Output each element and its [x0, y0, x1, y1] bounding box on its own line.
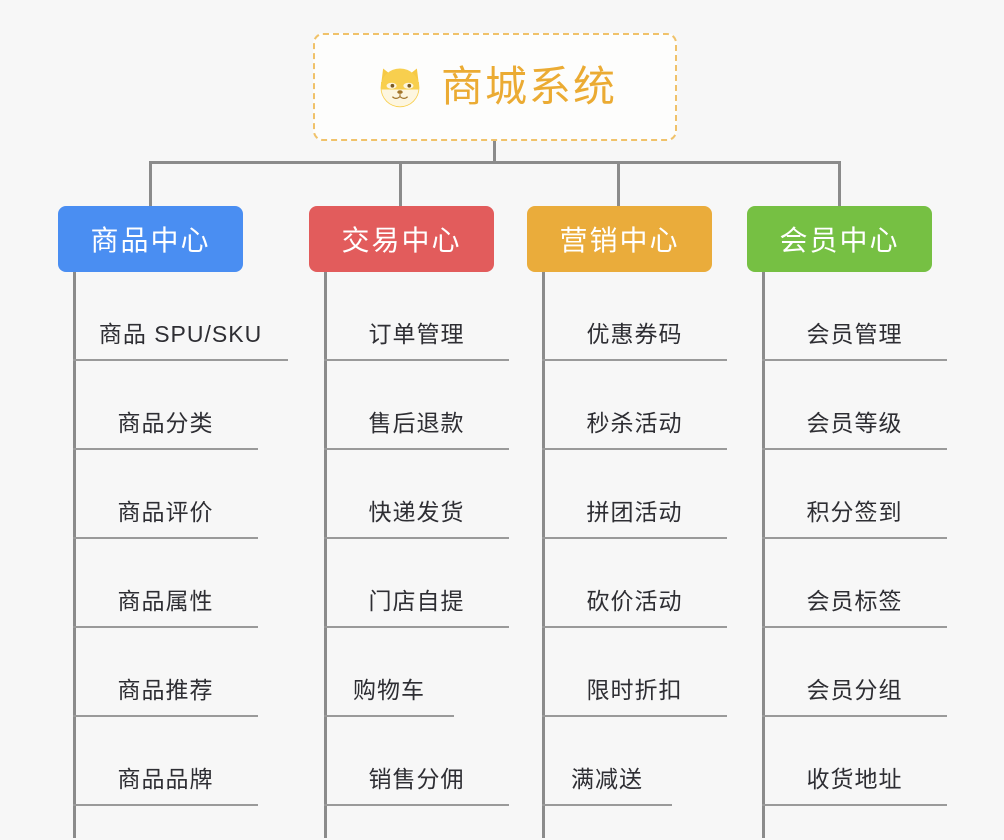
- leaf-item[interactable]: 砍价活动: [542, 539, 727, 628]
- leaf-item-label: 快递发货: [368, 499, 465, 525]
- category-box-2[interactable]: 交易中心: [309, 206, 494, 272]
- leaf-item[interactable]: 快递发货: [324, 450, 509, 539]
- leaf-item-label: 订单管理: [368, 321, 465, 347]
- leaf-item-label: 商品 SPU/SKU: [98, 321, 263, 347]
- leaf-item[interactable]: 订单管理: [324, 272, 509, 361]
- leaf-item-label: 积分签到: [806, 499, 903, 525]
- category-box-2-label: 交易中心: [341, 225, 462, 256]
- leaf-item-label: 商品品牌: [117, 766, 214, 792]
- leaf-item[interactable]: 商品评价: [73, 450, 258, 539]
- leaf-spine-1: [73, 272, 76, 838]
- leaf-item[interactable]: 会员管理: [762, 272, 947, 361]
- leaf-item[interactable]: 拼团活动: [542, 450, 727, 539]
- leaf-item[interactable]: 会员分组: [762, 628, 947, 717]
- leaf-item[interactable]: 会员等级: [762, 361, 947, 450]
- leaf-item[interactable]: 满减送: [542, 717, 672, 806]
- category-box-1-label: 商品中心: [90, 225, 211, 256]
- leaf-item-label: 购物车: [353, 677, 425, 703]
- leaf-item[interactable]: 商品品牌: [73, 717, 258, 806]
- leaf-item-label: 满减送: [571, 766, 643, 792]
- connector-drop-1: [149, 161, 152, 207]
- leaf-item[interactable]: 购物车: [324, 628, 454, 717]
- leaf-item-label: 会员标签: [806, 588, 903, 614]
- leaf-item[interactable]: 销售分佣: [324, 717, 509, 806]
- leaf-item-label: 会员等级: [806, 410, 903, 436]
- category-box-3[interactable]: 营销中心: [527, 206, 712, 272]
- leaf-item-label: 限时折扣: [586, 677, 683, 703]
- leaf-spine-2: [324, 272, 327, 838]
- leaf-item-label: 会员管理: [806, 321, 903, 347]
- leaf-spine-3: [542, 272, 545, 838]
- leaf-item-label: 秒杀活动: [586, 410, 683, 436]
- leaf-item-label: 商品分类: [117, 410, 214, 436]
- leaf-item[interactable]: 收货地址: [762, 717, 947, 806]
- leaf-item[interactable]: 限时折扣: [542, 628, 727, 717]
- leaf-item-label: 商品属性: [117, 588, 214, 614]
- leaf-item-label: 商品评价: [117, 499, 214, 525]
- leaf-item[interactable]: 商品分类: [73, 361, 258, 450]
- leaf-item-label: 商品推荐: [117, 677, 214, 703]
- leaf-spine-4: [762, 272, 765, 838]
- shiba-dog-face-icon: [380, 68, 420, 108]
- leaf-item[interactable]: 商品 SPU/SKU: [73, 272, 288, 361]
- leaf-item[interactable]: 商品推荐: [73, 628, 258, 717]
- category-box-1[interactable]: 商品中心: [58, 206, 243, 272]
- leaf-item-label: 售后退款: [368, 410, 465, 436]
- connector-drop-3: [617, 161, 620, 207]
- leaf-item-label: 门店自提: [368, 588, 465, 614]
- category-box-4-label: 会员中心: [779, 225, 900, 256]
- connector-drop-2: [399, 161, 402, 207]
- leaf-item[interactable]: 商品属性: [73, 539, 258, 628]
- leaf-item-label: 砍价活动: [586, 588, 683, 614]
- leaf-item-label: 收货地址: [806, 766, 903, 792]
- leaf-item-label: 优惠券码: [586, 321, 683, 347]
- category-box-3-label: 营销中心: [559, 225, 680, 256]
- leaf-item-label: 拼团活动: [586, 499, 683, 525]
- leaf-item[interactable]: 门店自提: [324, 539, 509, 628]
- leaf-item[interactable]: 会员标签: [762, 539, 947, 628]
- root-node-shop-system[interactable]: 商城系统: [313, 33, 677, 141]
- leaf-item[interactable]: 售后退款: [324, 361, 509, 450]
- connector-horizontal-bus: [149, 161, 841, 164]
- category-box-4[interactable]: 会员中心: [747, 206, 932, 272]
- leaf-item-label: 会员分组: [806, 677, 903, 703]
- root-node-title: 商城系统: [440, 63, 617, 110]
- connector-drop-4: [838, 161, 841, 207]
- leaf-item-label: 销售分佣: [368, 766, 465, 792]
- connector-root-stem: [493, 141, 496, 163]
- leaf-item[interactable]: 优惠券码: [542, 272, 727, 361]
- leaf-item[interactable]: 积分签到: [762, 450, 947, 539]
- leaf-item[interactable]: 秒杀活动: [542, 361, 727, 450]
